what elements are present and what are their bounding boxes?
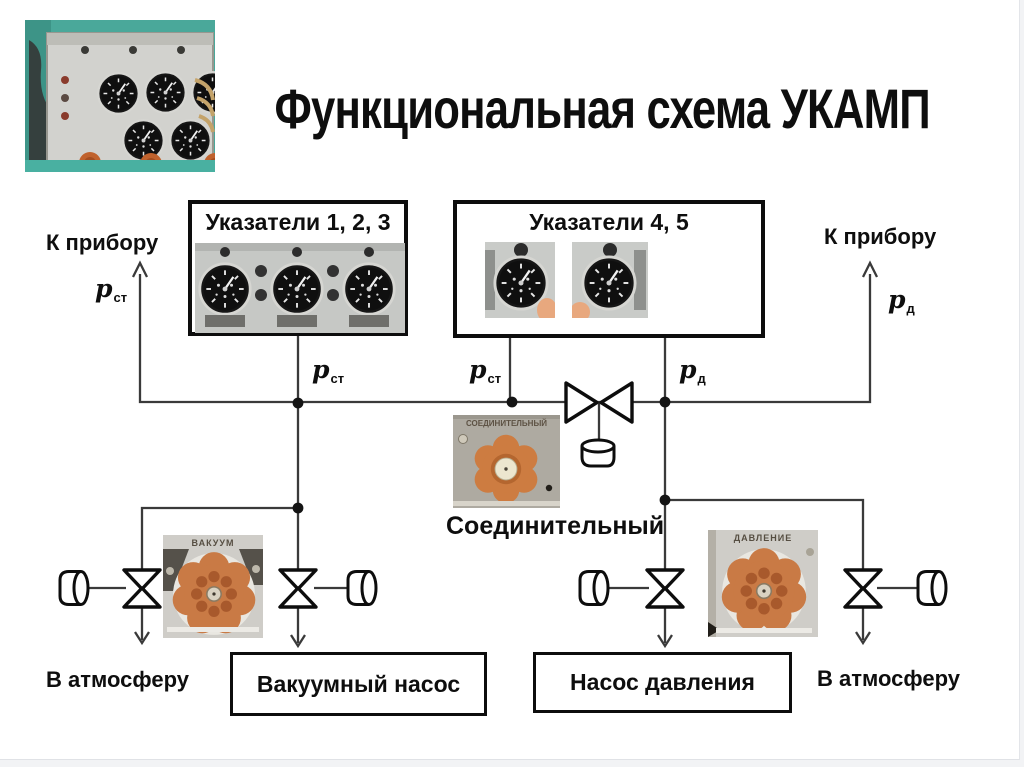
pressure-static-line2-label: pст <box>469 355 502 386</box>
page-title: Функциональная схема УКАМП <box>230 77 975 140</box>
vacuum-pump-label: Вакуумный насос <box>256 670 461 697</box>
pipe-junction-dots <box>292 396 671 514</box>
vacuum-pump-box: Вакуумный насос <box>230 652 487 716</box>
valves <box>122 381 883 609</box>
pressure-pump-label: Насос давления <box>570 669 755 695</box>
connector-valve-symbol <box>564 381 599 424</box>
pressure-dynamic-line-label: pд <box>679 355 706 386</box>
to-atmosphere-left-label: В атмосферу <box>46 667 189 692</box>
indicator-4-photo <box>485 242 555 318</box>
pressure-knob-photo: ДАВЛЕНИЕ <box>708 530 818 637</box>
vacuum-knob-photo: ВАКУУМ <box>163 535 263 638</box>
to-atmosphere-right-label: В атмосферу <box>817 666 960 691</box>
pressure-static-left-label: pст <box>95 274 128 305</box>
indicators-123-label: Указатели 1, 2, 3 <box>205 209 391 235</box>
pressure-pump-box: Насос давления <box>533 652 792 713</box>
pressure-static-line1-label: pст <box>312 355 345 386</box>
page-title-text: Функциональная схема УКАМП <box>274 76 931 140</box>
connector-knob-photo: СОЕДИНИТЕЛЬНЫЙ <box>453 415 560 508</box>
pressure-knob-label: ДАВЛЕНИЕ <box>733 533 793 543</box>
indicator-5-photo <box>572 242 648 318</box>
drum-symbol <box>580 438 616 468</box>
to-device-left-label: К прибору <box>46 230 159 255</box>
connector-valve-label: Соединительный <box>446 512 665 540</box>
connector-knob-label: СОЕДИНИТЕЛЬНЫЙ <box>465 419 548 428</box>
cap-symbols <box>58 570 948 606</box>
indicators-45-label: Указатели 4, 5 <box>529 209 689 235</box>
ukamp-device-photo <box>25 20 215 172</box>
indicators-123-photo <box>195 243 405 333</box>
pressure-dynamic-right-label: pд <box>888 285 915 316</box>
vacuum-knob-label: ВАКУУМ <box>191 538 235 548</box>
to-device-right-label: К прибору <box>824 224 937 249</box>
